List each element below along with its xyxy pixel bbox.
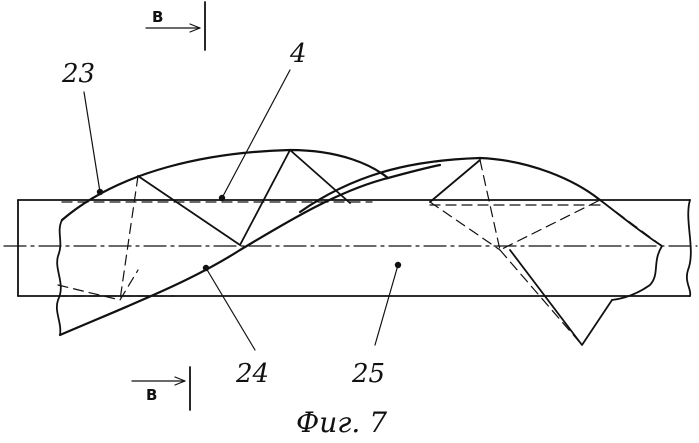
section-label-bottom: B	[146, 386, 157, 404]
hidden-truss-1	[120, 176, 138, 300]
label-25: 25	[351, 359, 385, 389]
label-23: 23	[61, 59, 95, 89]
helix-line	[60, 165, 440, 335]
leader-24	[206, 268, 255, 350]
hidden-truss-5	[430, 202, 500, 250]
section-marker-top: B	[146, 2, 205, 50]
helical-blade	[57, 150, 662, 345]
shaft-right-break	[687, 200, 691, 296]
leader-23	[84, 92, 100, 192]
label-4: 4	[289, 39, 307, 69]
section-label-top: B	[152, 8, 163, 26]
hidden-truss-4	[480, 160, 662, 250]
blade-left-break	[57, 220, 62, 335]
hidden-truss-6	[500, 250, 582, 345]
figure-caption: Фиг. 7	[296, 406, 387, 439]
leader-25	[375, 265, 398, 345]
section-marker-bottom: B	[132, 367, 190, 410]
blade-lower-edge	[510, 250, 612, 345]
blade-arc-upper-1	[62, 150, 388, 220]
leader-4	[222, 70, 290, 198]
shaft-body	[4, 200, 697, 296]
label-24: 24	[235, 359, 269, 389]
blade-truss-solid-1	[138, 150, 350, 245]
blade-right-break	[600, 200, 662, 300]
